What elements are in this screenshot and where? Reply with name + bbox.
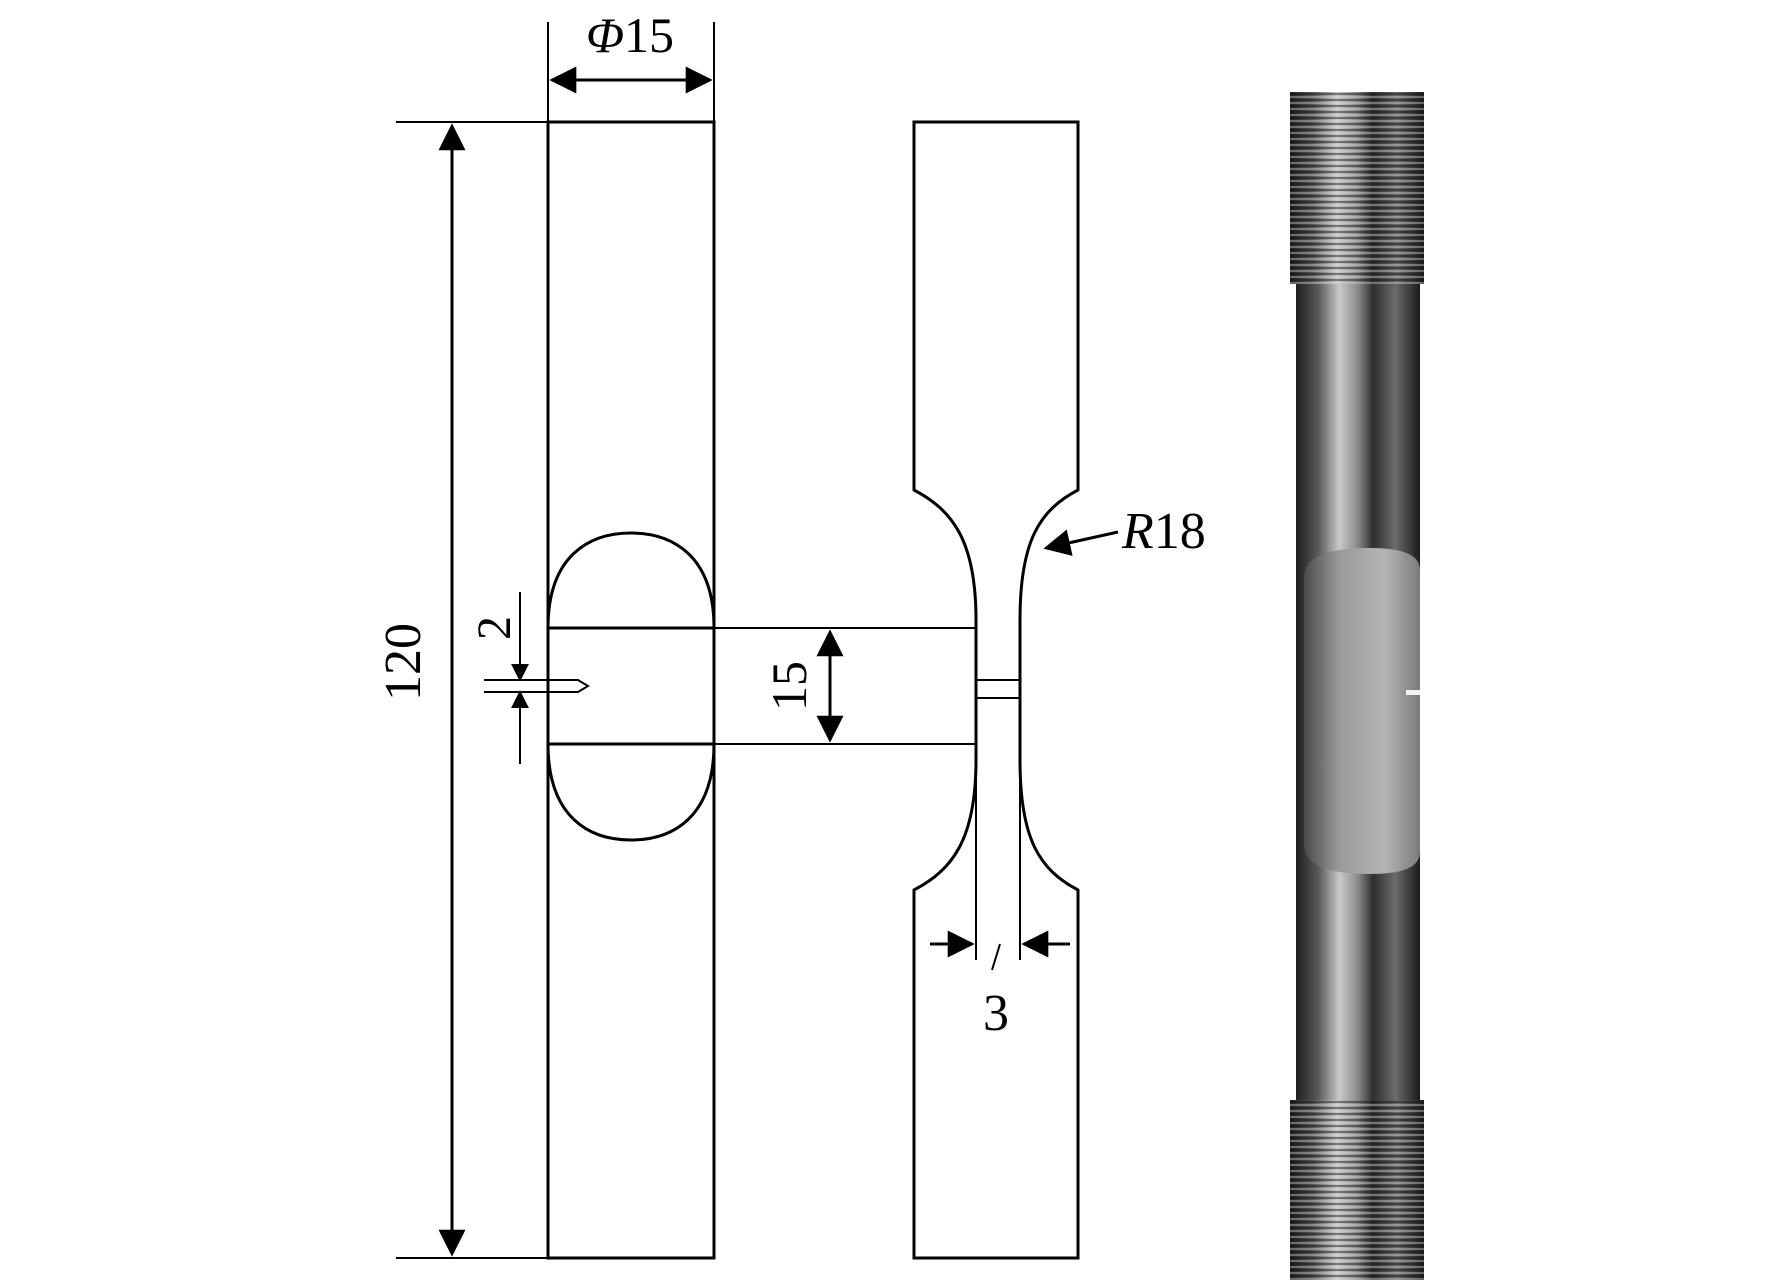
side-profile bbox=[912, 120, 1080, 1260]
flat-cut-bottom-arc bbox=[546, 743, 716, 842]
threaded-specimen-photo bbox=[1290, 92, 1424, 1280]
diameter-label: Φ15 bbox=[586, 7, 674, 63]
front-view bbox=[546, 120, 716, 1260]
diameter-dimension: Φ15 bbox=[547, 7, 715, 122]
notch-mark bbox=[1406, 690, 1420, 695]
machined-flat bbox=[1304, 548, 1420, 874]
length-dimension: 120 bbox=[375, 121, 548, 1259]
length-label: 120 bbox=[375, 623, 432, 701]
radius-callout: R18 bbox=[1043, 503, 1206, 560]
side-view bbox=[912, 120, 1080, 1260]
notch bbox=[548, 679, 590, 693]
section-width-dimension: 15 bbox=[714, 627, 976, 745]
neck-thickness-dimension: 3 bbox=[930, 930, 1070, 1042]
specimen-outline bbox=[546, 120, 716, 1260]
flat-cut-top-arc bbox=[546, 531, 716, 629]
section-width-label: 15 bbox=[761, 661, 817, 711]
notch-depth-label: 2 bbox=[468, 616, 521, 640]
radius-label: R18 bbox=[1121, 503, 1206, 560]
notch-depth-dimension: 2 bbox=[468, 592, 548, 764]
neck-thickness-label: 3 bbox=[983, 985, 1009, 1042]
